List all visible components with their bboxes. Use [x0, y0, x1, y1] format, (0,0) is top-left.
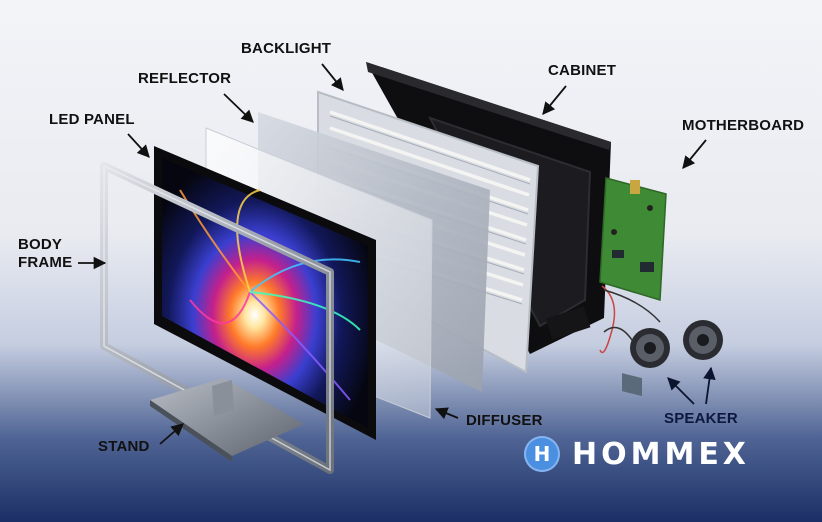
label-cabinet: CABINET: [548, 62, 617, 79]
stand: [150, 378, 304, 462]
label-body-frame-line1: BODY: [18, 236, 63, 253]
brand-logo: H HOMMEX: [524, 434, 750, 474]
speaker-arrows: [667, 366, 716, 405]
label-reflector: REFLECTOR: [138, 70, 232, 87]
body-frame: [100, 162, 334, 474]
label-backlight: BACKLIGHT: [241, 40, 332, 57]
brand-mark-icon: H: [524, 436, 560, 472]
label-stand: STAND: [98, 438, 150, 455]
label-motherboard: MOTHERBOARD: [682, 117, 805, 134]
label-body-frame: BODY FRAME: [18, 236, 72, 272]
speaker-icon: [603, 320, 723, 368]
label-led-panel: LED PANEL: [49, 111, 135, 128]
label-body-frame-line2: FRAME: [18, 254, 73, 271]
motherboard: [599, 177, 667, 397]
brand-name: HOMMEX: [572, 436, 750, 472]
label-diffuser: DIFFUSER: [466, 412, 543, 429]
arrow-icon: [78, 63, 707, 445]
label-speaker: SPEAKER: [664, 410, 738, 427]
